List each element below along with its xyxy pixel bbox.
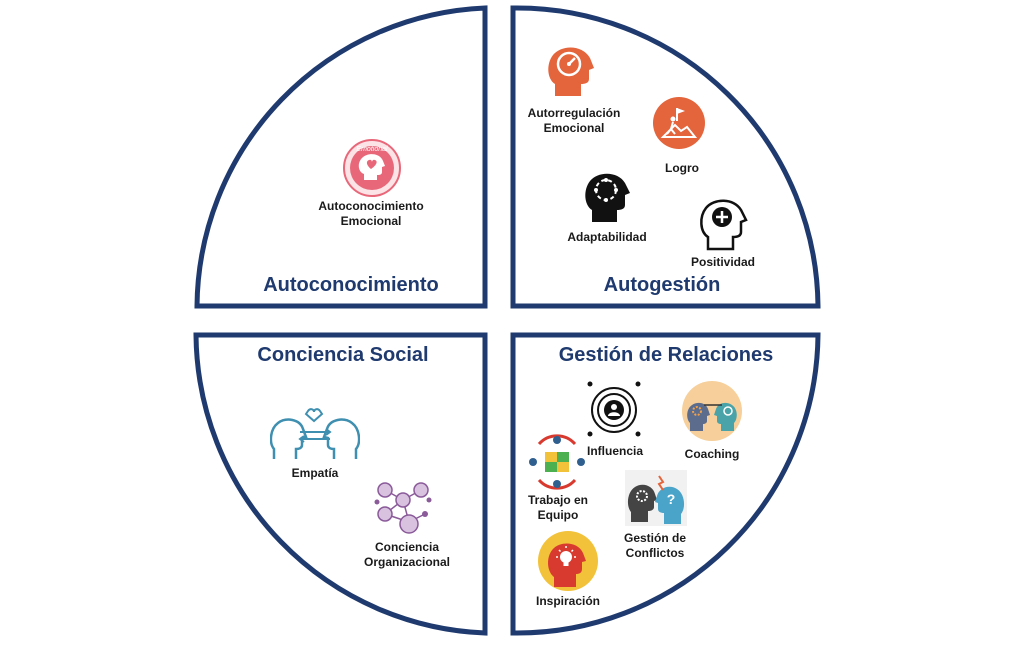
plus-head-icon (700, 199, 748, 251)
conflict-heads-icon: ? (625, 470, 687, 526)
quadrant-title-gestion-de-relaciones: Gestión de Relaciones (558, 344, 774, 366)
coaching-label: Coaching (684, 447, 740, 461)
label-line-1: Conciencia (374, 540, 440, 554)
teamwork-puzzle-icon (529, 434, 585, 490)
label-line-1: Gestión de (623, 531, 687, 545)
gestion-de-conflictos-label: Gestión de Conflictos (624, 531, 686, 561)
label-line-2: Emocional (340, 214, 402, 228)
label-line-1: Trabajo en (527, 493, 589, 507)
svg-text:?: ? (667, 491, 676, 507)
label-line-1: Autoconocimiento (318, 199, 424, 213)
flag-summit-icon (653, 97, 705, 149)
quadrant-title-autogestion: Autogestión (603, 274, 721, 296)
label-line-2: Equipo (537, 508, 579, 522)
quadrant-top-right-outline (510, 5, 821, 309)
quadrant-bottom-left-outline (193, 332, 488, 636)
autoconocimiento-emocional-label: Autoconocimiento Emocional (318, 199, 423, 229)
label-line-2: Organizacional (363, 555, 451, 569)
autorregulacion-emocional-label: Autorregulación Emocional (528, 106, 621, 136)
lightbulb-head-icon (538, 531, 598, 591)
speedometer-head-icon (548, 47, 594, 96)
quadrant-title-conciencia-social: Conciencia Social (257, 344, 429, 366)
coaching-heads-icon (682, 381, 742, 441)
quadrant-bottom-right-outline (510, 332, 821, 636)
empatia-label: Empatía (291, 466, 339, 480)
positividad-label: Positividad (690, 255, 756, 269)
empathy-heads-icon (270, 408, 360, 459)
emotional-badge-text: Emotional (356, 146, 388, 153)
logro-label: Logro (665, 161, 699, 175)
conciencia-organizacional-label: Conciencia Organizacional (364, 540, 450, 570)
network-people-icon (374, 482, 432, 534)
label-line-2: Emocional (543, 121, 605, 135)
inspiracion-label: Inspiración (535, 594, 601, 608)
quadrant-title-autoconocimiento: Autoconocimiento (263, 274, 439, 296)
quadrant-top-left-outline (194, 5, 488, 309)
influence-target-icon (587, 381, 641, 437)
label-line-2: Conflictos (625, 546, 685, 560)
label-line-1: Autorregulación (527, 106, 621, 120)
trabajo-en-equipo-label: Trabajo en Equipo (528, 493, 588, 523)
influencia-label: Influencia (586, 444, 644, 458)
emotional-head-icon: Emotional (343, 139, 401, 197)
adaptabilidad-label: Adaptabilidad (567, 230, 647, 244)
adaptability-head-icon (585, 173, 630, 222)
